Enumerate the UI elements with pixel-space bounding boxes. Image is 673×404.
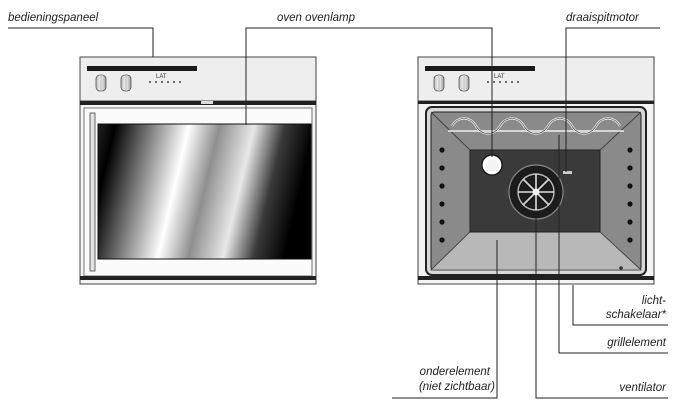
left-knob-2	[120, 74, 132, 92]
fan	[508, 164, 564, 220]
left-knob-1	[95, 74, 107, 92]
right-panel-dots	[487, 81, 519, 83]
label-light-switch-line1: licht-	[641, 295, 666, 307]
right-control-panel	[417, 56, 655, 102]
label-light-switch-line2: schakelaar*	[605, 309, 666, 321]
right-wall-vents	[627, 147, 633, 243]
left-door-glass	[97, 123, 312, 260]
right-knob-1	[433, 74, 445, 92]
rotisserie-socket	[563, 171, 572, 174]
label-fan: ventilator	[619, 382, 666, 394]
right-knob-2	[458, 74, 470, 92]
right-display-strip	[425, 66, 535, 71]
left-door-handle	[89, 112, 96, 272]
label-control-panel: bedieningspaneel	[8, 12, 99, 24]
left-control-panel	[79, 56, 317, 102]
left-display-strip	[87, 66, 197, 71]
left-oven: LAT	[79, 56, 317, 285]
left-wall-vents	[439, 147, 445, 243]
grill-element-outline	[451, 118, 621, 134]
label-grill-element: grillelement	[607, 337, 666, 349]
oven-lamp	[481, 154, 503, 176]
left-panel-dots	[149, 81, 181, 83]
right-panel-marking: LAT	[494, 74, 505, 80]
label-rotisserie-motor: draaispitmotor	[566, 12, 639, 24]
label-bottom-element-line2: (niet zichtbaar)	[418, 381, 495, 393]
light-switch	[619, 266, 623, 270]
left-panel-marking: LAT	[156, 74, 167, 80]
label-bottom-element-line1: onderelement	[419, 366, 490, 378]
leader-lines	[8, 27, 668, 399]
label-oven-lamp: oven ovenlamp	[277, 12, 355, 24]
